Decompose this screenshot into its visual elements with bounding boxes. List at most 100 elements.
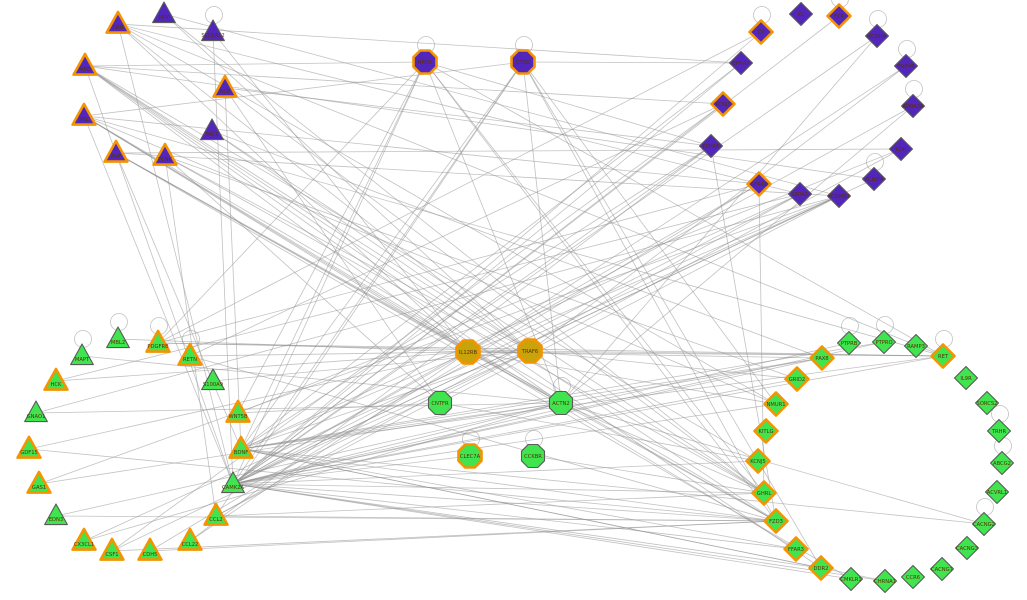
node-f2r[interactable]: F2R — [826, 3, 852, 29]
edge-g13-c4 — [55, 402, 562, 517]
node-ptpro[interactable]: PTPRO — [871, 329, 897, 355]
node-npy[interactable]: NPY — [152, 1, 176, 24]
node-il12rb[interactable]: IL12RB — [455, 339, 481, 365]
edge-t6-g12 — [83, 115, 234, 485]
node-ddr2[interactable]: DDR2 — [808, 555, 834, 581]
diamond-shape — [953, 365, 979, 391]
edge-c4-d8 — [560, 105, 914, 404]
edge-t9-c3 — [164, 155, 441, 404]
diamond-shape — [745, 448, 771, 474]
node-agt[interactable]: AGT — [212, 74, 238, 98]
diamond-shape — [930, 343, 956, 369]
edge-o2-r17 — [522, 61, 822, 569]
edge-o1-g10 — [240, 61, 426, 450]
edge-o1-r5 — [424, 61, 944, 357]
edge-g12-r19 — [232, 483, 777, 522]
diamond-shape — [808, 555, 834, 581]
node-cckbr[interactable]: CCKBR — [520, 443, 546, 469]
diamond-shape — [728, 50, 754, 76]
diamond-shape — [763, 391, 789, 417]
diamond-shape — [788, 1, 814, 27]
edge-g12-c2 — [232, 350, 531, 485]
edge-t9-r20 — [164, 155, 765, 494]
triangle-shape — [225, 399, 251, 423]
node-cntfr[interactable]: CNTFR — [427, 390, 453, 416]
node-traf6[interactable]: TRAF6 — [517, 338, 543, 364]
node-pax8[interactable]: PAX8 — [809, 345, 835, 371]
triangle-shape — [26, 470, 52, 494]
node-cacng3[interactable]: CACNG3 — [954, 535, 980, 561]
node-trhr[interactable]: TRHR — [986, 418, 1012, 444]
node-kcnj5[interactable]: KCNJ5 — [745, 448, 771, 474]
edge-g10-d12 — [240, 193, 801, 450]
edge-g2-d11 — [157, 183, 760, 344]
node-kl[interactable]: KL — [788, 1, 814, 27]
node-epha7[interactable]: EPHA7 — [728, 50, 754, 76]
node-crh[interactable]: CRH — [105, 10, 131, 34]
node-actn2[interactable]: ACTN2 — [548, 390, 574, 416]
diamond-shape — [783, 536, 809, 562]
node-acvrl1[interactable]: ACVRL1 — [984, 479, 1010, 505]
edge-t3-g12 — [212, 31, 234, 485]
edge-g14-r19 — [215, 515, 777, 522]
edge-c4-d4 — [560, 35, 878, 404]
triangle-shape — [43, 367, 69, 391]
node-penk[interactable]: PENK — [152, 142, 178, 166]
node-ramp3[interactable]: RAMP3 — [903, 333, 929, 359]
node-il9r[interactable]: IL9R — [953, 365, 979, 391]
diamond-shape — [748, 19, 774, 45]
node-sorcs2[interactable]: SORCS2 — [974, 390, 1000, 416]
edge-g16-d7 — [111, 103, 724, 552]
node-csf1[interactable]: CSF1 — [99, 537, 125, 561]
node-kcnip4[interactable]: KCNIP4 — [861, 166, 887, 192]
node-gnao1[interactable]: GNAO1 — [24, 400, 48, 423]
octagon-shape — [412, 49, 438, 75]
node-grid2[interactable]: GRID2 — [784, 366, 810, 392]
node-abcg2[interactable]: ABCG2 — [989, 450, 1015, 476]
node-fzd3[interactable]: FZD3 — [763, 508, 789, 534]
triangle-shape — [212, 74, 238, 98]
node-cmklr1[interactable]: CMKLR1 — [838, 566, 864, 592]
node-cacng2[interactable]: CACNG2 — [971, 511, 997, 537]
node-cx3cl1[interactable]: CX3CL1 — [71, 527, 97, 551]
triangle-shape — [99, 537, 125, 561]
node-mbl2[interactable]: MBL2 — [106, 326, 130, 349]
diamond-shape — [864, 23, 890, 49]
edge-g10-c4 — [240, 402, 562, 450]
node-avp[interactable]: AVP — [103, 139, 129, 163]
node-ccl2[interactable]: CCL2 — [203, 502, 229, 526]
node-kcnmb2[interactable]: KCNMB2 — [826, 183, 852, 209]
edge-g12-r2 — [232, 342, 850, 485]
diamond-shape — [989, 450, 1015, 476]
node-ctsg[interactable]: CTSG — [510, 49, 536, 75]
diamond-shape — [900, 564, 926, 590]
node-chrna1[interactable]: CHRNA1 — [872, 568, 898, 594]
node-hrh2[interactable]: HRH2 — [412, 49, 438, 75]
node-kdr[interactable]: KDR — [888, 136, 914, 162]
node-cacng7[interactable]: CACNG7 — [929, 556, 955, 582]
diamond-shape — [888, 136, 914, 162]
node-kitlg[interactable]: KITLG — [753, 418, 779, 444]
edge-g12-r21 — [232, 460, 759, 485]
node-mapt[interactable]: MAPT — [70, 343, 94, 366]
node-gas1[interactable]: GAS1 — [26, 470, 52, 494]
edge-g12-r20 — [232, 483, 765, 494]
node-ffar3[interactable]: FFAR3 — [783, 536, 809, 562]
node-clec7a[interactable]: CLEC7A — [457, 443, 483, 469]
node-trpv6[interactable]: TRPV6 — [893, 53, 919, 79]
node-adra2a[interactable]: ADRA2A — [900, 93, 926, 119]
node-kcnh8[interactable]: KCNH8 — [864, 23, 890, 49]
node-nmur1[interactable]: NMUR1 — [763, 391, 789, 417]
node-ccr6[interactable]: CCR6 — [900, 564, 926, 590]
node-mpo[interactable]: MPO — [72, 52, 98, 76]
node-prl[interactable]: PRL — [71, 102, 97, 126]
node-cp[interactable]: CP — [748, 19, 774, 45]
edge-g9-c1 — [28, 351, 469, 450]
edge-t4-r21 — [84, 65, 759, 462]
edge-t2-c2 — [163, 13, 531, 352]
node-epha5[interactable]: EPHA5 — [698, 133, 724, 159]
triangle-shape — [137, 537, 163, 561]
node-ret[interactable]: RET — [930, 343, 956, 369]
diamond-shape — [836, 330, 862, 356]
